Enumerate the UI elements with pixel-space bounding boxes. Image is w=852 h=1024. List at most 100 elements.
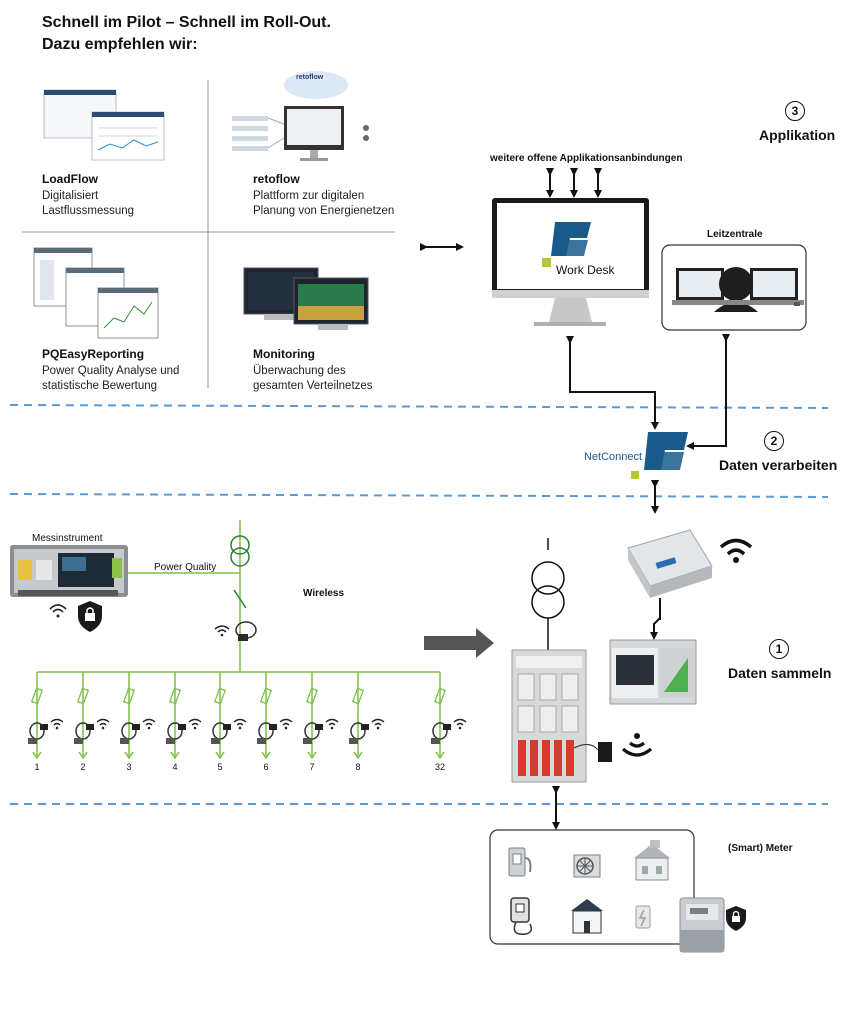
- sensor-body: [443, 724, 451, 730]
- fuse: [168, 687, 182, 705]
- control-center-illustration: [672, 267, 804, 312]
- sensor-body: [178, 724, 186, 730]
- app-pqeasyreporting-name: PQEasyReporting: [42, 347, 145, 361]
- instrument-lock-shield-icon: [78, 601, 102, 632]
- workdesk-logo: [542, 222, 591, 267]
- step-3-label: Applikation: [759, 127, 836, 143]
- app-retoflow[interactable]: retoflow Plattform zur digitalen Planung…: [253, 172, 394, 219]
- wireless-label: Wireless: [303, 588, 345, 599]
- app-monitoring-desc-2: gesamten Verteilnetzes: [253, 380, 373, 392]
- feeder-3: 3: [120, 672, 156, 772]
- flow-arrow-big: [424, 628, 494, 658]
- sensor-body: [315, 724, 323, 730]
- feeder-wifi-icon: [50, 718, 64, 730]
- instrument-wifi-icon: [49, 604, 67, 618]
- feeder-wifi-icon: [279, 718, 293, 730]
- sensor-body: [269, 724, 277, 730]
- app-pqeasyreporting[interactable]: PQEasyReporting Power Quality Analyse un…: [42, 347, 179, 394]
- feeder-2: 2: [74, 672, 110, 772]
- fuse: [122, 687, 136, 705]
- meter-icon: [679, 897, 725, 953]
- app-monitoring-name: Monitoring: [253, 347, 315, 361]
- solar-house-icon: [571, 899, 603, 934]
- workdesk-label: Work Desk: [556, 263, 615, 277]
- app-pqeasyreporting-desc-2: statistische Bewertung: [42, 380, 158, 392]
- feeder-wifi-icon: [188, 718, 202, 730]
- transformer-left: [230, 535, 250, 567]
- feeder-8: 8: [349, 672, 385, 772]
- loadflow-screenshot: [43, 89, 165, 161]
- sensor-body: [223, 724, 231, 730]
- meter-lock-shield-icon: [726, 906, 746, 931]
- feeder-5: 5: [211, 672, 247, 772]
- fuse: [30, 687, 44, 705]
- feeder-7: 7: [303, 672, 339, 772]
- app-retoflow-desc-2: Planung von Energienetzen: [253, 205, 395, 217]
- distribution-cabinet: [511, 649, 612, 783]
- ev-charger-icon: [508, 847, 532, 877]
- feeder-wifi-icon: [142, 718, 156, 730]
- app-loadflow[interactable]: LoadFlow Digitalisiert Lastflussmessung: [42, 172, 134, 219]
- retoflow-logo: retoflow: [296, 74, 324, 81]
- fuse: [76, 687, 90, 705]
- feeder-4: 4: [166, 672, 202, 772]
- sensor-body: [361, 724, 369, 730]
- data-logger: [609, 639, 697, 705]
- feeder-wifi-icon: [371, 718, 385, 730]
- feeder-number: 4: [172, 762, 177, 772]
- fuse: [305, 687, 319, 705]
- title-line-1: Schnell im Pilot – Schnell im Roll-Out.: [42, 14, 331, 31]
- step-3-badge: 3: [785, 101, 805, 121]
- step-1-label: Daten sammeln: [728, 665, 832, 681]
- sensor-body: [40, 724, 48, 730]
- control-center-netconnect-arrow: [686, 334, 730, 450]
- switch-sensor: [235, 621, 257, 641]
- retoflow-screenshot: [232, 71, 369, 161]
- feeder-number: 6: [263, 762, 268, 772]
- pqeasyreporting-screenshot: [33, 247, 159, 339]
- feeder-wifi-icon: [325, 718, 339, 730]
- feeder-wifi-icon: [96, 718, 110, 730]
- app-loadflow-desc-2: Lastflussmessung: [42, 205, 135, 217]
- transformer-right: [531, 538, 565, 650]
- wallbox-icon: [510, 897, 533, 935]
- power-quality-label: Power Quality: [154, 562, 217, 573]
- feeder-wifi-icon: [453, 718, 467, 730]
- smart-meter-label: (Smart) Meter: [728, 843, 793, 854]
- feeder-number: 1: [34, 762, 39, 772]
- feeder-number: 8: [355, 762, 360, 772]
- app-loadflow-name: LoadFlow: [42, 172, 98, 186]
- fuse: [433, 687, 447, 705]
- step-1-badge: 1: [769, 639, 789, 659]
- step-2-label: Daten verarbeiten: [719, 457, 838, 473]
- sensor-body: [132, 724, 140, 730]
- heat-pump-icon: [573, 854, 601, 878]
- title-line-2: Dazu empfehlen wir:: [42, 36, 198, 53]
- app-monitoring[interactable]: Monitoring Überwachung des gesamten Vert…: [253, 347, 373, 394]
- house-icon: [634, 840, 670, 881]
- netconnect-label: NetConnect: [584, 451, 643, 463]
- feeder-number: 3: [126, 762, 131, 772]
- app-loadflow-desc-1: Digitalisiert: [42, 190, 99, 202]
- feeder-number: 2: [80, 762, 85, 772]
- step-2-badge: 2: [764, 431, 784, 451]
- battery-icon: [635, 905, 651, 929]
- monitoring-screenshot: [243, 267, 369, 330]
- switch-wifi-icon: [214, 625, 230, 637]
- app-pqeasyreporting-desc-1: Power Quality Analyse und: [42, 365, 180, 377]
- fuse: [259, 687, 273, 705]
- app-retoflow-desc-1: Plattform zur digitalen: [253, 190, 365, 202]
- feeder-number: 7: [309, 762, 314, 772]
- app-monitoring-desc-1: Überwachung des: [253, 365, 346, 377]
- further-apps-label: weitere offene Applikationsanbindungen: [490, 153, 683, 164]
- feeder-1: 1: [28, 672, 64, 772]
- sensor-body: [86, 724, 94, 730]
- logger-wifi-icon: [621, 733, 653, 757]
- workdesk-monitor: [492, 198, 649, 326]
- feeder-6: 6: [257, 672, 293, 772]
- section-divider-middle: [9, 493, 829, 498]
- measuring-instrument: [10, 545, 128, 597]
- fuse: [351, 687, 365, 705]
